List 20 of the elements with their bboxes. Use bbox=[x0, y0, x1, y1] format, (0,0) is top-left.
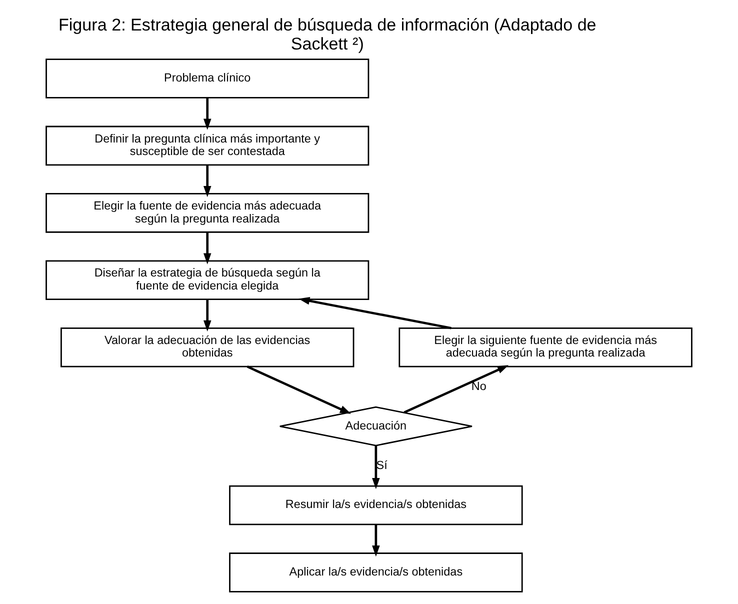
arrow bbox=[203, 165, 212, 198]
arrow bbox=[203, 98, 212, 130]
node-box: Valorar la adecuación de las evidencias obtenidas bbox=[60, 327, 354, 368]
edge-label: Sí bbox=[376, 458, 388, 472]
arrow bbox=[203, 232, 212, 264]
node-box: Diseñar la estrategia de búsqueda según la fuente de evidencia elegida bbox=[46, 260, 370, 300]
edge-label: No bbox=[471, 380, 486, 393]
node-box: Resumir la/s evidencia/s obtenidas bbox=[229, 485, 523, 526]
node-box: Definir la pregunta clínica más importante y susceptible de ser contestada bbox=[46, 126, 370, 166]
node-box: Aplicar la/s evidencia/s obtenidas bbox=[229, 552, 523, 592]
arrow bbox=[298, 297, 452, 330]
diagram-title: Figura 2: Estrategia general de búsqueda de información (Adaptado de Sackett ²) bbox=[58, 15, 596, 54]
arrow bbox=[203, 300, 212, 332]
node-box: Problema clínico bbox=[46, 58, 370, 98]
arrow bbox=[246, 366, 352, 414]
arrow bbox=[372, 446, 380, 490]
arrow bbox=[372, 524, 380, 557]
node-box: Elegir la fuente de evidencia más adecuada según la pregunta realizada bbox=[46, 193, 370, 233]
node-box: Elegir la siguiente fuente de evidencia más adecuada según la pregunta realizada bbox=[398, 327, 692, 368]
arrow bbox=[404, 365, 509, 414]
